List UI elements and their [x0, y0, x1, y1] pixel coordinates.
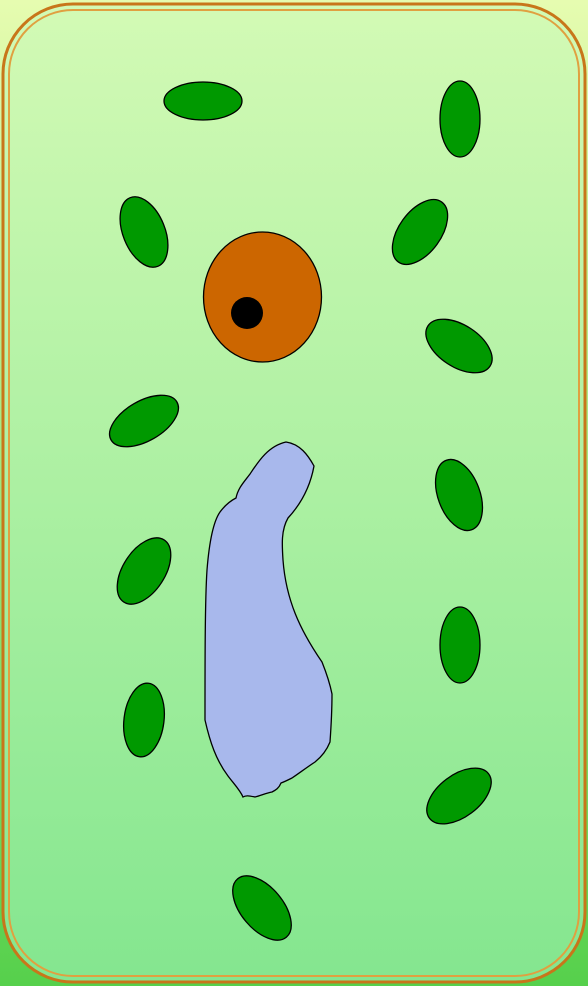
nucleolus-icon — [231, 297, 263, 329]
nucleus-icon — [204, 232, 322, 362]
chloroplast-icon — [440, 607, 480, 683]
chloroplast-icon — [164, 82, 242, 120]
chloroplast-icon — [440, 81, 480, 157]
